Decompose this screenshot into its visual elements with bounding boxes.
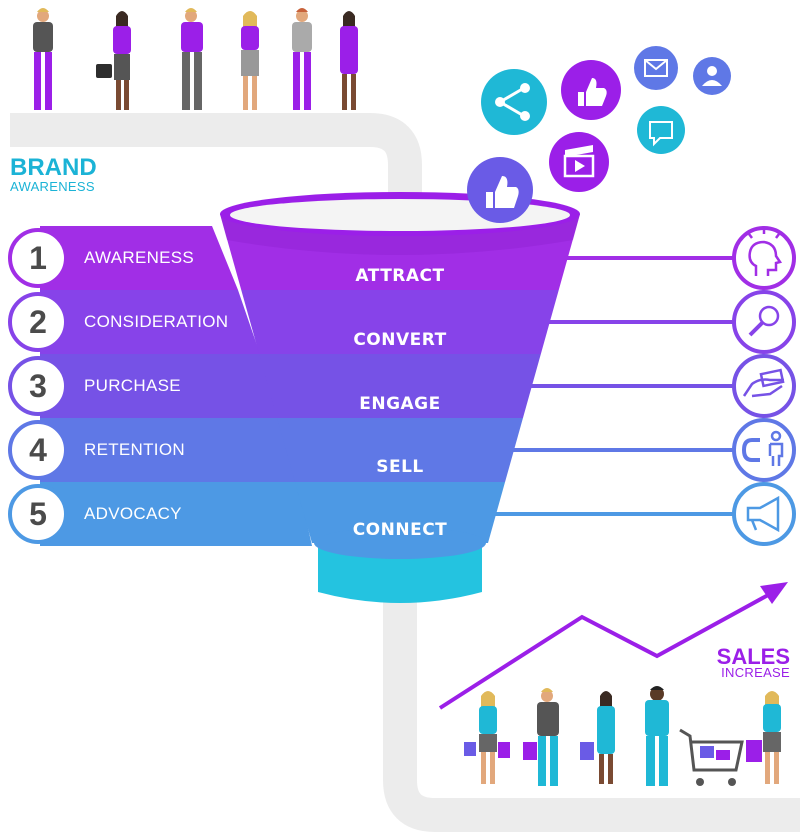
step-label: AWARENESS [84, 248, 195, 267]
funnel-stage-label: ENGAGE [359, 394, 441, 414]
magnet-person-icon [732, 418, 796, 482]
user-icon [693, 57, 731, 95]
funnel-stage-label: CONNECT [352, 520, 448, 540]
person [464, 691, 510, 784]
people-bottom [464, 686, 781, 786]
chat-icon [637, 106, 685, 154]
brand-subtitle: AWARENESS [10, 179, 95, 194]
step-number: 3 [29, 368, 47, 404]
person [580, 691, 615, 784]
person [292, 8, 312, 110]
person [746, 691, 781, 784]
social-icons [467, 46, 731, 223]
step-label: CONSIDERATION [84, 312, 229, 331]
person [523, 688, 559, 786]
hand-card-icon [732, 354, 796, 418]
brand-title: BRAND [10, 154, 97, 181]
funnel-stage-label: SELL [376, 457, 424, 477]
funnel-stage-label: CONVERT [353, 330, 447, 350]
person [645, 686, 669, 786]
people-top [33, 8, 358, 110]
step-number: 5 [29, 496, 47, 532]
step-label: ADVOCACY [84, 504, 182, 523]
growth-arrow [438, 582, 788, 710]
step-number: 2 [29, 304, 47, 340]
sales-subtitle: INCREASE [721, 665, 790, 680]
step-label: PURCHASE [84, 376, 181, 395]
magnifier-icon [732, 290, 796, 354]
step-bands [40, 226, 312, 546]
person [96, 11, 131, 110]
mail-icon [634, 46, 678, 90]
step-circles [8, 228, 68, 544]
thumbs-up-icon [467, 157, 533, 223]
person [181, 8, 203, 110]
step-number: 1 [29, 240, 47, 276]
funnel-stage-label: ATTRACT [355, 266, 445, 286]
megaphone-icon [732, 482, 796, 546]
thumbs-up-icon [561, 60, 621, 120]
person [33, 8, 53, 110]
person [241, 11, 259, 110]
step-label: RETENTION [84, 440, 185, 459]
pipe-bottom [383, 600, 800, 832]
sales-title: SALES [716, 644, 790, 669]
video-icon [549, 132, 609, 192]
share-icon [481, 69, 547, 135]
pipe-top [10, 113, 422, 210]
person [340, 11, 358, 110]
connector-lines [490, 256, 738, 516]
head-lightbulb-icon [732, 226, 796, 290]
stage-icons [732, 226, 796, 546]
step-number: 4 [29, 432, 47, 468]
shopping-cart [679, 728, 744, 786]
